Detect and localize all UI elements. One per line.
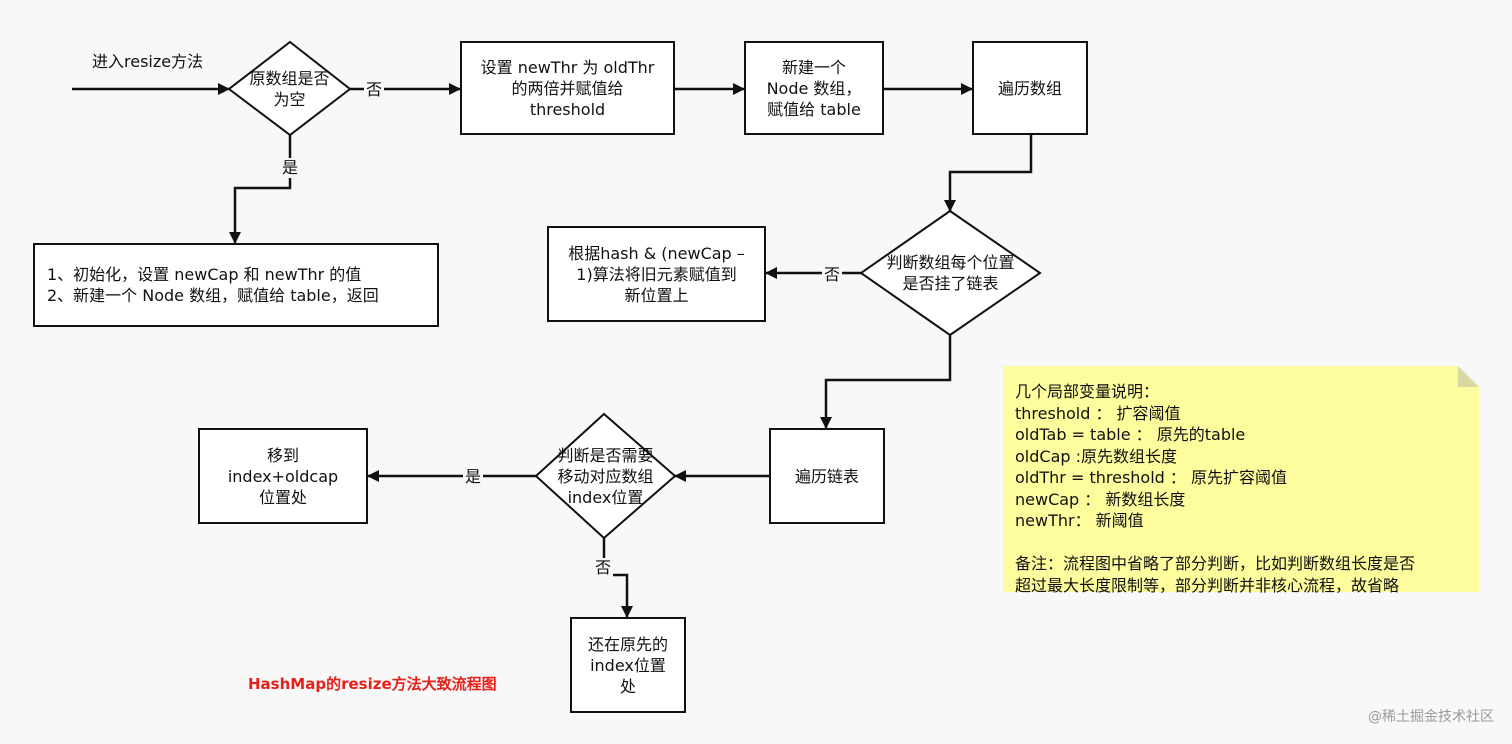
diamond-has-linked-list: [859, 209, 1042, 337]
sticky-note-text: 几个局部变量说明： threshold ： 扩容阈值 oldTab = tabl…: [1015, 382, 1416, 595]
sticky-note: [1003, 366, 1479, 592]
process-move-to: 移到 index+oldcap 位置处: [198, 428, 368, 524]
edge-empty-yes: [229, 135, 292, 244]
process-init: 1、初始化，设置 newCap 和 newThr 的值 2、新建一个 Node …: [33, 243, 439, 327]
entry-label: 进入resize方法: [92, 52, 204, 71]
edge-move-no: [602, 538, 633, 618]
edge-label-empty-no: 否: [364, 80, 385, 100]
diamond-is-empty: [227, 40, 352, 137]
process-stay: 还在原先的 index位置 处: [570, 617, 686, 713]
edge-label-list-no: 否: [822, 265, 843, 285]
edge-traverse-to-check: [944, 135, 1033, 212]
process-new-node-array: 新建一个 Node 数组， 赋值给 table: [744, 41, 884, 135]
edge-label-move-yes: 是: [463, 467, 484, 487]
edge-label-move-no: 否: [593, 558, 614, 578]
edge-label-empty-yes: 是: [280, 158, 301, 178]
decision-need-move: 判断是否需要 移动对应数组 index位置: [557, 445, 654, 507]
decision-has-linked-list: 判断数组每个位置 是否挂了链表: [886, 253, 1015, 293]
watermark: @稀土掘金技术社区: [1368, 709, 1494, 725]
process-rehash: 根据hash & (newCap – 1)算法将旧元素赋值到 新位置上: [547, 226, 766, 322]
diagram-caption: HashMap的resize方法大致流程图: [248, 675, 497, 693]
edge-check-yes: [820, 335, 952, 429]
process-traverse-list: 遍历链表: [769, 428, 885, 524]
decision-is-empty: 原数组是否 为空: [249, 69, 330, 109]
process-set-newthr: 设置 newThr 为 oldThr 的两倍并赋值给 threshold: [460, 41, 675, 135]
diamond-need-move: [534, 412, 677, 540]
process-traverse-array: 遍历数组: [972, 41, 1088, 135]
